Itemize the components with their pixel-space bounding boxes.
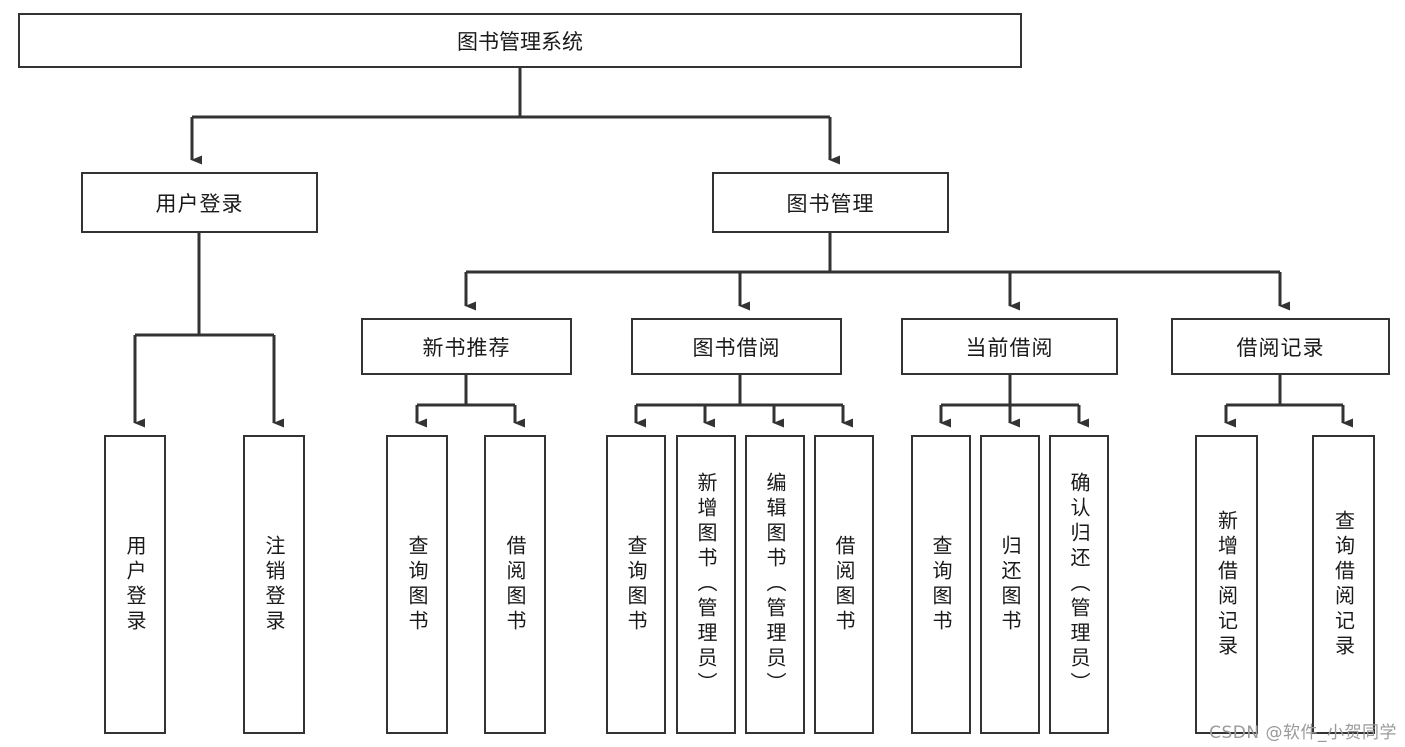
leaf-query-record-label: 查询借阅记录 bbox=[1331, 509, 1356, 660]
node-book-manage-label: 图书管理 bbox=[786, 191, 875, 216]
leaf-query-book-3-label: 查询图书 bbox=[929, 534, 953, 635]
node-current-borrow-label: 当前借阅 bbox=[965, 335, 1054, 360]
node-borrow-record-label: 借阅记录 bbox=[1236, 335, 1325, 360]
leaf-borrow-book-1[interactable]: 借阅图书 bbox=[484, 435, 546, 734]
leaf-confirm-return[interactable]: 确认归还（管理员） bbox=[1049, 435, 1109, 734]
node-book-borrow[interactable]: 图书借阅 bbox=[631, 318, 842, 375]
node-root-label: 图书管理系统 bbox=[457, 29, 583, 54]
leaf-borrow-book-2[interactable]: 借阅图书 bbox=[814, 435, 874, 734]
leaf-add-record-label: 新增借阅记录 bbox=[1214, 509, 1239, 660]
leaf-logout-login-label: 注销登录 bbox=[262, 534, 286, 635]
leaf-confirm-return-label: 确认归还（管理员） bbox=[1067, 472, 1091, 697]
node-new-book-recommend-label: 新书推荐 bbox=[422, 335, 511, 360]
leaf-add-book[interactable]: 新增图书（管理员） bbox=[676, 435, 736, 734]
leaf-borrow-book-2-label: 借阅图书 bbox=[832, 534, 856, 635]
leaf-return-book[interactable]: 归还图书 bbox=[980, 435, 1040, 734]
node-root[interactable]: 图书管理系统 bbox=[18, 13, 1022, 68]
leaf-user-login[interactable]: 用户登录 bbox=[104, 435, 166, 734]
leaf-query-book-2-label: 查询图书 bbox=[624, 534, 648, 635]
csdn-watermark: CSDN @软件_小贺同学 bbox=[1209, 723, 1397, 743]
leaf-edit-book-label: 编辑图书（管理员） bbox=[763, 472, 787, 697]
leaf-edit-book[interactable]: 编辑图书（管理员） bbox=[745, 435, 805, 734]
node-new-book-recommend[interactable]: 新书推荐 bbox=[361, 318, 572, 375]
leaf-add-book-label: 新增图书（管理员） bbox=[694, 472, 718, 697]
leaf-return-book-label: 归还图书 bbox=[998, 534, 1022, 635]
node-current-borrow[interactable]: 当前借阅 bbox=[901, 318, 1118, 375]
leaf-query-book-3[interactable]: 查询图书 bbox=[911, 435, 971, 734]
leaf-query-record[interactable]: 查询借阅记录 bbox=[1312, 435, 1375, 734]
leaf-logout-login[interactable]: 注销登录 bbox=[243, 435, 305, 734]
node-book-manage[interactable]: 图书管理 bbox=[712, 172, 949, 233]
leaf-query-book-1-label: 查询图书 bbox=[405, 534, 429, 635]
leaf-borrow-book-1-label: 借阅图书 bbox=[503, 534, 527, 635]
leaf-query-book-1[interactable]: 查询图书 bbox=[386, 435, 448, 734]
node-user-login-label: 用户登录 bbox=[155, 191, 244, 216]
node-borrow-record[interactable]: 借阅记录 bbox=[1171, 318, 1390, 375]
node-user-login[interactable]: 用户登录 bbox=[81, 172, 318, 233]
leaf-add-record[interactable]: 新增借阅记录 bbox=[1195, 435, 1258, 734]
leaf-user-login-label: 用户登录 bbox=[123, 534, 147, 635]
node-book-borrow-label: 图书借阅 bbox=[692, 335, 781, 360]
leaf-query-book-2[interactable]: 查询图书 bbox=[606, 435, 666, 734]
